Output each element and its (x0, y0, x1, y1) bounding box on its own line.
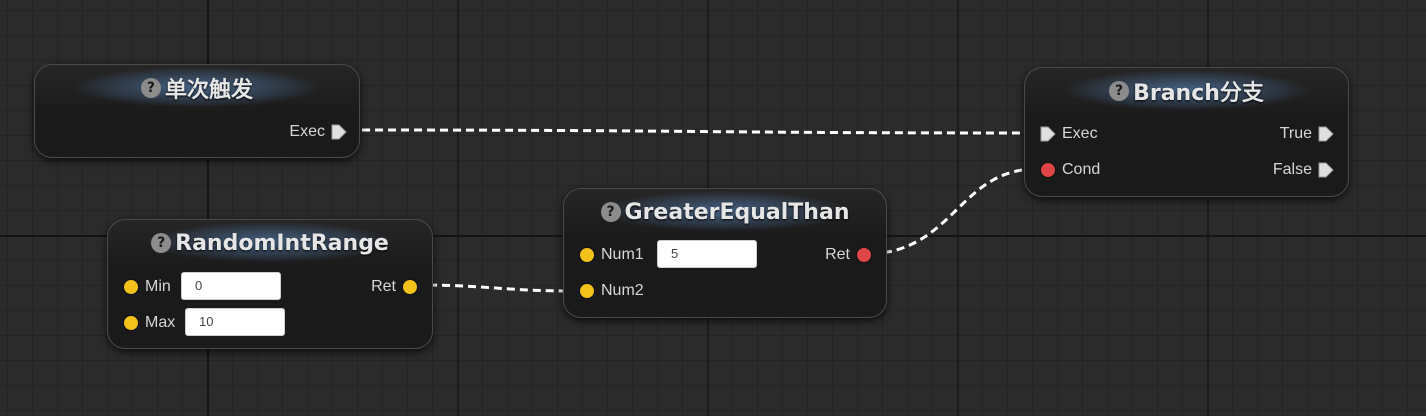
pin-false-out[interactable]: False (1273, 158, 1334, 182)
help-icon[interactable]: ? (1109, 81, 1130, 101)
node-title-bar[interactable]: ? 单次触发 (35, 65, 359, 111)
node-branch[interactable]: ? Branch分支 Exec Cond True False (1024, 67, 1349, 197)
min-value-input[interactable]: 0 (181, 272, 281, 300)
pin-label: Exec (289, 123, 325, 140)
node-title: GreaterEqualThan (624, 199, 850, 225)
pin-label: Ret (825, 246, 850, 263)
node-greater-equal-than[interactable]: ? GreaterEqualThan Num1 5 Num2 Ret (563, 188, 887, 318)
pin-ret-out[interactable]: Ret (825, 243, 872, 267)
pin-label: Ret (371, 278, 396, 295)
pin-true-out[interactable]: True (1280, 122, 1334, 146)
pin-label: Num1 (601, 246, 644, 263)
exec-arrow-icon[interactable] (1040, 126, 1056, 142)
node-trigger-once[interactable]: ? 单次触发 Exec (34, 64, 360, 158)
pin-dot-icon[interactable] (123, 279, 139, 295)
pin-label: True (1279, 125, 1312, 142)
pin-label: Max (145, 314, 176, 331)
pin-label: Num2 (601, 282, 644, 299)
node-title-bar[interactable]: ? Branch分支 (1025, 68, 1348, 114)
help-icon[interactable]: ? (600, 202, 621, 222)
node-random-int-range[interactable]: ? RandomIntRange Min 0 Max 10 Ret (107, 219, 433, 349)
node-title: RandomIntRange (175, 230, 389, 256)
pin-dot-icon[interactable] (1040, 162, 1056, 178)
node-title: Branch分支 (1133, 81, 1264, 106)
exec-arrow-icon[interactable] (1318, 162, 1334, 178)
pin-dot-icon[interactable] (856, 247, 872, 263)
pin-exec-in[interactable]: Exec (1040, 122, 1098, 146)
pin-num2-in[interactable]: Num2 (579, 279, 644, 303)
pin-max-in[interactable]: Max (123, 311, 175, 335)
pin-dot-icon[interactable] (123, 315, 139, 331)
pin-label: Exec (1062, 125, 1098, 142)
pin-num1-in[interactable]: Num1 (579, 243, 644, 267)
wire-exec-to-branch[interactable] (348, 128, 1037, 135)
exec-arrow-icon[interactable] (331, 124, 347, 140)
help-icon[interactable]: ? (151, 233, 172, 253)
num1-value-input[interactable]: 5 (657, 240, 757, 268)
pin-label: Cond (1062, 161, 1101, 178)
node-title-bar[interactable]: ? RandomIntRange (108, 220, 432, 266)
pin-ret-out[interactable]: Ret (371, 275, 418, 299)
pin-dot-icon[interactable] (579, 283, 595, 299)
help-icon[interactable]: ? (140, 78, 161, 98)
max-value-input[interactable]: 10 (185, 308, 285, 336)
wire-random-ret-to-num2[interactable] (415, 283, 577, 293)
wire-compare-ret-to-cond[interactable] (870, 167, 1039, 256)
pin-dot-icon[interactable] (402, 279, 418, 295)
node-title: 单次触发 (164, 78, 253, 103)
pin-label: False (1272, 161, 1312, 178)
pin-label: Min (145, 278, 171, 295)
pin-cond-in[interactable]: Cond (1040, 158, 1100, 182)
node-title-bar[interactable]: ? GreaterEqualThan (564, 189, 886, 235)
pin-min-in[interactable]: Min (123, 275, 171, 299)
exec-arrow-icon[interactable] (1318, 126, 1334, 142)
pin-dot-icon[interactable] (579, 247, 595, 263)
pin-exec-out[interactable]: Exec (289, 120, 347, 144)
